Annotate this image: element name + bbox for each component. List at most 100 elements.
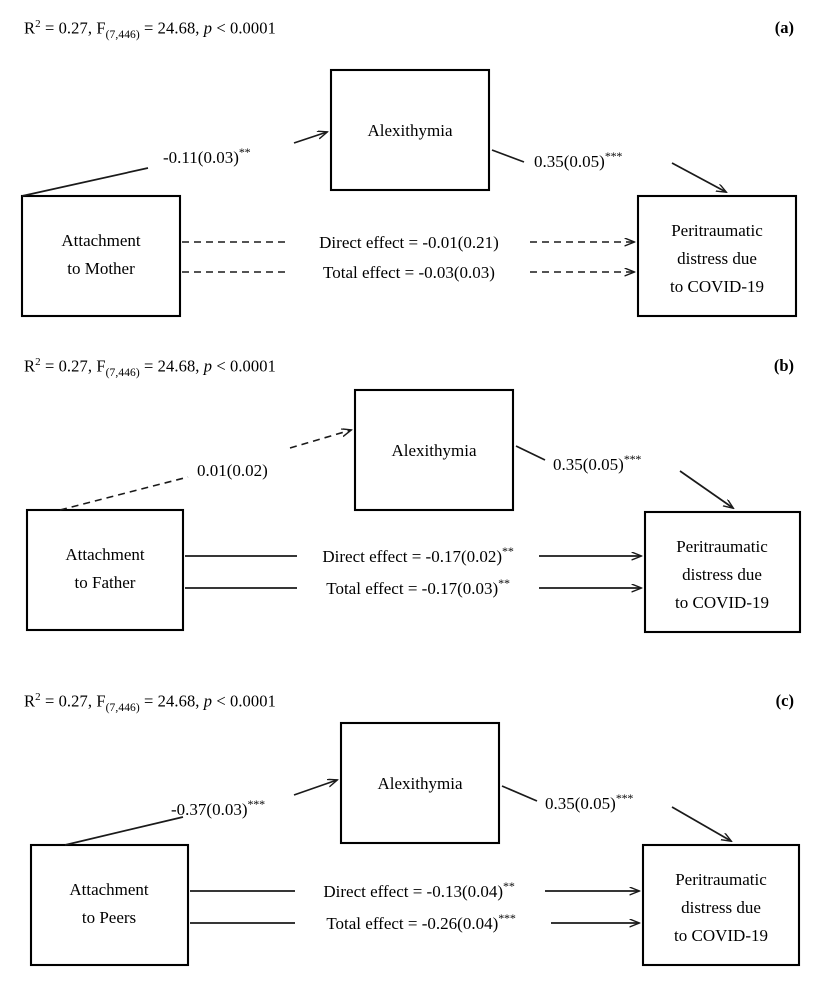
- f-symbol: F: [96, 18, 106, 38]
- p-value: < 0.0001: [212, 691, 276, 711]
- f-subscript: (7,446): [105, 701, 140, 714]
- node-predictor-c-line1: Attachment: [69, 880, 149, 899]
- f-value: = 24.68,: [139, 18, 204, 38]
- f-subscript: (7,446): [105, 366, 140, 379]
- total-effect-text-a: Total effect =: [323, 263, 418, 282]
- panel-b-stats: R2 = 0.27, F(7,446) = 24.68, p < 0.0001: [24, 356, 276, 379]
- r2-value: = 0.27,: [40, 691, 97, 711]
- edge-path-a-b2: [289, 430, 351, 449]
- path-a-value-b: 0.01(0.02): [197, 461, 268, 480]
- total-effect-value-b: -0.17(0.03): [422, 579, 498, 598]
- edge-path-b-c: [501, 785, 538, 802]
- edge-path-a-b: [293, 132, 327, 144]
- panel-b-label: (b): [773, 356, 794, 375]
- node-outcome-b: [643, 510, 802, 634]
- p-value: < 0.0001: [212, 356, 276, 376]
- edge-path-b-b2: [679, 470, 733, 508]
- node-mediator-a: [329, 68, 491, 192]
- panel-a-diagram: Alexithymia Attachment to Mother Peritra…: [20, 68, 798, 318]
- total-effect-label-b: Total effect = -0.17(0.03)**: [326, 576, 510, 598]
- node-outcome-a-line3: to COVID-19: [670, 277, 764, 296]
- edge-path-b-a: [491, 149, 525, 163]
- r2-value: = 0.27,: [40, 356, 97, 376]
- total-effect-label-a: Total effect = -0.03(0.03): [323, 263, 495, 282]
- node-predictor-b: [25, 508, 185, 632]
- node-predictor-c-line2: to Peers: [82, 908, 136, 927]
- direct-effect-value-a: -0.01(0.21): [422, 233, 498, 252]
- path-a-label-b: 0.01(0.02): [197, 461, 268, 480]
- node-predictor-a-line2: to Mother: [67, 259, 135, 278]
- f-value: = 24.68,: [139, 356, 204, 376]
- path-b-label-a: 0.35(0.05)***: [534, 149, 622, 171]
- edge-path-b-b: [515, 445, 546, 461]
- panel-a-label: (a): [774, 18, 794, 37]
- node-outcome-a-line2: distress due: [677, 249, 757, 268]
- direct-effect-label-b: Direct effect = -0.17(0.02)**: [322, 544, 513, 566]
- r2-exponent: 2: [35, 18, 41, 30]
- edge-path-a-a: [21, 167, 149, 197]
- f-subscript: (7,446): [105, 28, 140, 41]
- direct-effect-value-b: -0.17(0.02): [426, 547, 502, 566]
- direct-effect-stars-b: **: [502, 544, 514, 558]
- node-mediator-b-label: Alexithymia: [392, 441, 477, 460]
- node-predictor-b-line2: to Father: [75, 573, 136, 592]
- panel-b-diagram: Alexithymia Attachment to Father Peritra…: [25, 388, 802, 634]
- direct-effect-label-a: Direct effect = -0.01(0.21): [319, 233, 499, 252]
- node-mediator-b: [353, 388, 515, 512]
- path-a-stars-c: ***: [247, 797, 265, 811]
- node-outcome-c: [641, 843, 801, 967]
- node-mediator-c-label: Alexithymia: [378, 774, 463, 793]
- path-b-stars-b: ***: [624, 452, 642, 466]
- panel-a: R2 = 0.27, F(7,446) = 24.68, p < 0.0001 …: [0, 0, 822, 338]
- path-a-label-c: -0.37(0.03)***: [171, 797, 265, 819]
- path-a-value-a: -0.11(0.03): [163, 148, 239, 167]
- f-value: = 24.68,: [139, 691, 204, 711]
- node-outcome-c-line1: Peritraumatic: [675, 870, 767, 889]
- r2-symbol: R: [24, 18, 36, 38]
- total-effect-value-a: -0.03(0.03): [418, 263, 494, 282]
- panel-c-diagram: Alexithymia Attachment to Peers Peritrau…: [29, 721, 801, 967]
- edge-path-b-b: [671, 162, 726, 192]
- direct-effect-text-c: Direct effect =: [323, 882, 426, 901]
- edge-path-a-c2: [293, 780, 337, 796]
- panel-c-label: (c): [775, 691, 794, 710]
- node-predictor-a-line1: Attachment: [61, 231, 141, 250]
- path-b-value-c: 0.35(0.05): [545, 794, 616, 813]
- path-a-label-a: -0.11(0.03)**: [163, 145, 251, 167]
- path-a-stars-a: **: [239, 145, 251, 159]
- total-effect-stars-c: ***: [498, 911, 516, 925]
- path-a-value-c: -0.37(0.03): [171, 800, 247, 819]
- p-value: < 0.0001: [212, 18, 276, 38]
- p-symbol: p: [203, 691, 213, 711]
- node-outcome-b-line1: Peritraumatic: [676, 537, 768, 556]
- path-b-stars-a: ***: [605, 149, 623, 163]
- node-mediator-c: [339, 721, 501, 845]
- node-predictor-c: [29, 843, 190, 967]
- panel-b: R2 = 0.27, F(7,446) = 24.68, p < 0.0001 …: [0, 338, 822, 673]
- node-outcome-c-line3: to COVID-19: [674, 926, 768, 945]
- f-symbol: F: [96, 691, 106, 711]
- direct-effect-value-c: -0.13(0.04): [427, 882, 503, 901]
- total-effect-text-c: Total effect =: [326, 914, 421, 933]
- r2-symbol: R: [24, 356, 36, 376]
- node-outcome-a-line1: Peritraumatic: [671, 221, 763, 240]
- panel-a-stats: R2 = 0.27, F(7,446) = 24.68, p < 0.0001: [24, 18, 276, 41]
- node-outcome-b-line3: to COVID-19: [675, 593, 769, 612]
- total-effect-stars-b: **: [498, 576, 510, 590]
- p-symbol: p: [203, 18, 213, 38]
- r2-exponent: 2: [35, 356, 41, 368]
- total-effect-value-c: -0.26(0.04): [422, 914, 498, 933]
- path-b-label-c: 0.35(0.05)***: [545, 791, 633, 813]
- direct-effect-text-a: Direct effect =: [319, 233, 422, 252]
- node-outcome-a: [636, 194, 798, 318]
- node-outcome-b-line2: distress due: [682, 565, 762, 584]
- node-predictor-a: [20, 194, 182, 318]
- node-mediator-a-label: Alexithymia: [368, 121, 453, 140]
- panel-c-stats: R2 = 0.27, F(7,446) = 24.68, p < 0.0001: [24, 691, 276, 714]
- path-b-value-a: 0.35(0.05): [534, 152, 605, 171]
- direct-effect-stars-c: **: [503, 879, 515, 893]
- edge-path-b-c2: [671, 806, 731, 841]
- f-symbol: F: [96, 356, 106, 376]
- r2-value: = 0.27,: [40, 18, 97, 38]
- edge-path-a-c: [64, 816, 184, 846]
